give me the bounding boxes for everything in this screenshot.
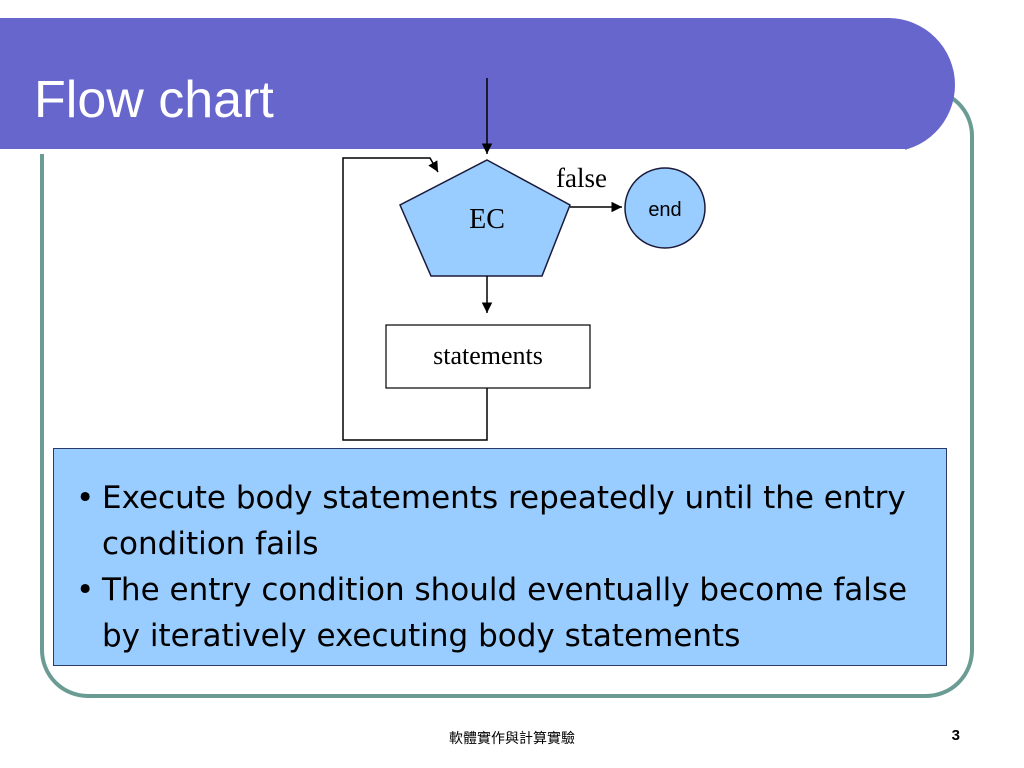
end-node — [624, 167, 706, 249]
end-label: end — [648, 199, 681, 221]
bullet-dot: • — [76, 480, 95, 516]
title-underline — [0, 149, 905, 154]
footer-text: 軟體實作與計算實驗 — [449, 731, 575, 747]
bullet-item: • The entry condition should eventually … — [76, 567, 926, 659]
statements-label: statements — [433, 341, 543, 370]
slide-title: Flow chart — [34, 71, 274, 129]
bullet-item: • Execute body statements repeatedly unt… — [76, 475, 926, 567]
title-bar: Flow chart — [0, 18, 955, 154]
loop-back-arrow — [342, 157, 488, 441]
entry-condition-label: EC — [469, 204, 505, 235]
bullet-dot: • — [76, 572, 95, 608]
bullet-text: Execute body statements repeatedly until… — [102, 480, 906, 562]
false-label: false — [556, 163, 607, 193]
explanation-box: • Execute body statements repeatedly unt… — [53, 448, 947, 666]
page-number: 3 — [951, 727, 960, 744]
statements-box — [385, 324, 591, 389]
bullet-text: The entry condition should eventually be… — [102, 572, 908, 654]
